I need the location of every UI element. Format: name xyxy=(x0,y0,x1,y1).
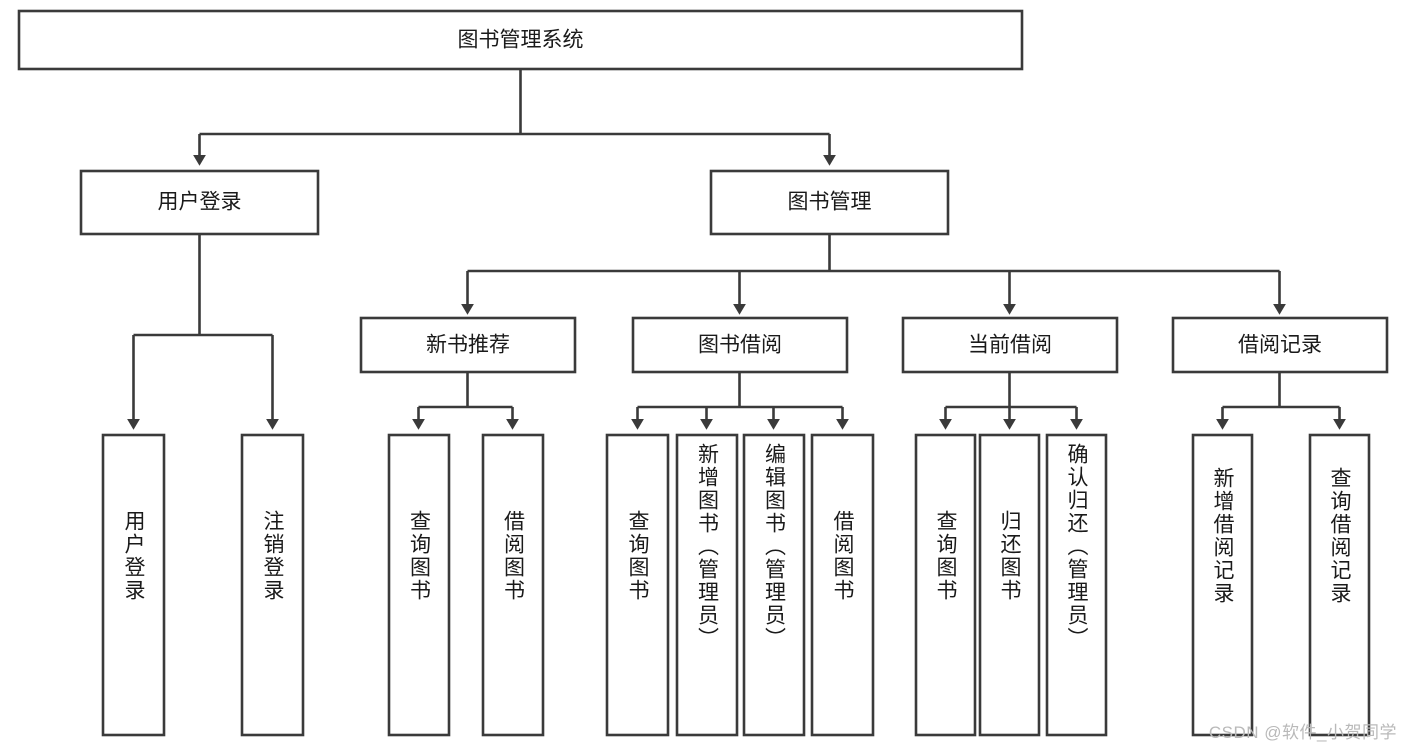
node-book-manage-box[interactable] xyxy=(709,169,950,236)
node-borrow-record-label: 借阅记录 xyxy=(1238,334,1322,357)
leaf-box-new-book-1[interactable] xyxy=(387,433,451,737)
node-current-borrow-label: 当前借阅 xyxy=(968,334,1052,357)
leaf-box-user-login-1[interactable] xyxy=(101,433,166,737)
connector-group-user-login xyxy=(127,234,279,430)
leaf-group-new-book-recommend xyxy=(387,433,545,737)
node-new-book-recommend[interactable]: 新书推荐 xyxy=(359,316,577,374)
leaf-box-current-borrow-2[interactable] xyxy=(978,433,1041,737)
node-current-borrow[interactable]: 当前借阅 xyxy=(901,316,1119,374)
node-borrow-record-box[interactable] xyxy=(1171,316,1389,374)
leaf-box-user-login-2[interactable] xyxy=(240,433,305,737)
node-root-box[interactable] xyxy=(17,9,1024,71)
connector-group-book-borrow xyxy=(631,372,849,430)
node-book-manage-label: 图书管理 xyxy=(788,191,872,214)
connector-group-book-manage xyxy=(461,233,1286,315)
node-root[interactable]: 图书管理系统 xyxy=(17,9,1024,71)
node-root-label: 图书管理系统 xyxy=(458,29,584,52)
node-book-borrow-label: 图书借阅 xyxy=(698,334,782,357)
leaf-box-book-borrow-2[interactable] xyxy=(675,433,739,737)
leaf-group-user-login xyxy=(101,433,305,737)
node-book-borrow-box[interactable] xyxy=(631,316,849,374)
leaf-group-book-borrow xyxy=(605,433,875,737)
connector-group-new-book xyxy=(412,372,519,430)
node-new-book-recommend-box[interactable] xyxy=(359,316,577,374)
leaf-box-current-borrow-1[interactable] xyxy=(914,433,977,737)
leaf-box-book-borrow-4[interactable] xyxy=(810,433,875,737)
node-book-borrow[interactable]: 图书借阅 xyxy=(631,316,849,374)
node-user-login[interactable]: 用户登录 xyxy=(79,169,320,236)
node-borrow-record[interactable]: 借阅记录 xyxy=(1171,316,1389,374)
node-user-login-label: 用户登录 xyxy=(158,191,242,214)
node-new-book-recommend-label: 新书推荐 xyxy=(426,334,510,357)
leaf-group-borrow-record xyxy=(1191,433,1371,737)
node-user-login-box[interactable] xyxy=(79,169,320,236)
node-book-manage[interactable]: 图书管理 xyxy=(709,169,950,236)
leaf-box-borrow-record-1[interactable] xyxy=(1191,433,1254,737)
csdn-watermark: CSDN @软件_小贺同学 xyxy=(1208,723,1397,742)
connector-group-current-borrow xyxy=(939,372,1083,430)
leaf-box-current-borrow-3[interactable] xyxy=(1045,433,1108,737)
leaf-group-current-borrow xyxy=(914,433,1108,737)
connector-group-root xyxy=(193,69,836,166)
connector-group-borrow-record xyxy=(1216,372,1346,430)
leaf-box-borrow-record-2[interactable] xyxy=(1308,433,1371,737)
leaf-box-new-book-2[interactable] xyxy=(481,433,545,737)
node-current-borrow-box[interactable] xyxy=(901,316,1119,374)
leaf-box-book-borrow-1[interactable] xyxy=(605,433,670,737)
leaf-box-book-borrow-3[interactable] xyxy=(742,433,806,737)
